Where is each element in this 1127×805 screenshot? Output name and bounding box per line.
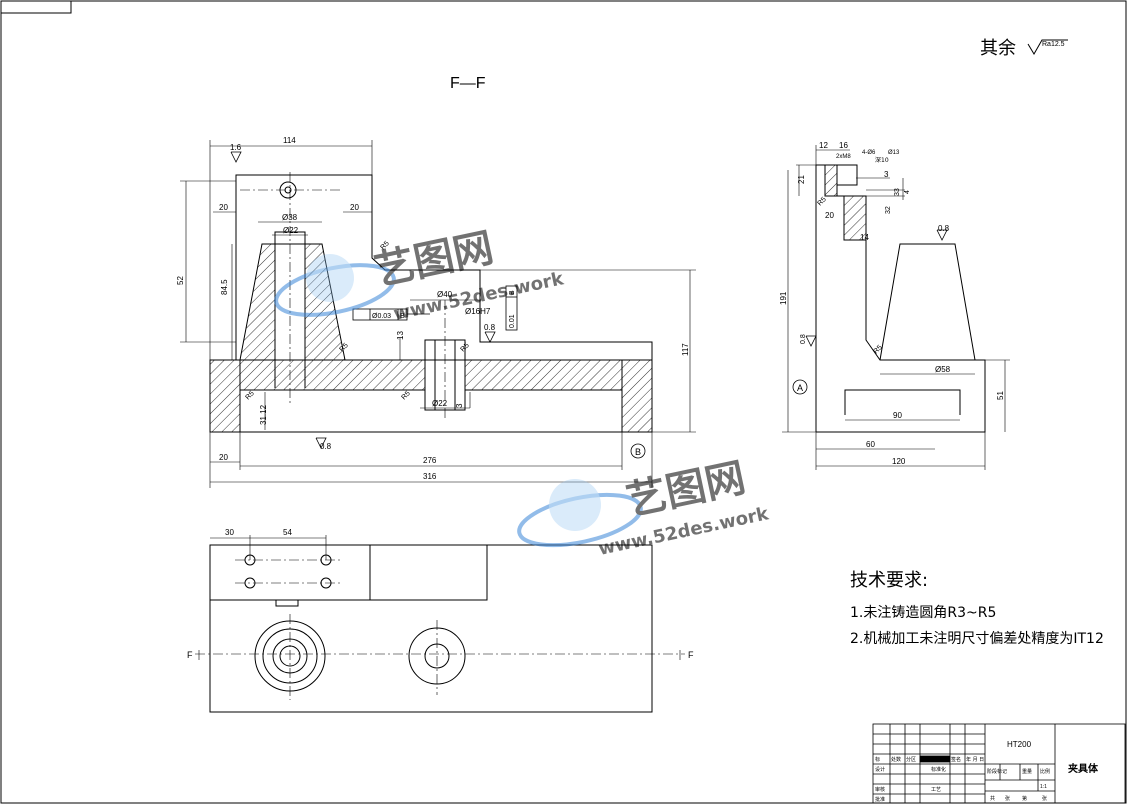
tb-stage: 阶段标记 (987, 768, 1007, 775)
base-hatch-left (209, 359, 241, 433)
roughness-value: Ra12.5 (1042, 41, 1065, 48)
tech-item-1: 1.未注铸造圆角R3~R5 (850, 605, 996, 621)
dim-d40: Ø40 (437, 290, 453, 299)
material-label: HT200 (1007, 740, 1032, 749)
tb-std: 标准化 (931, 766, 946, 773)
tb-review: 审核 (875, 786, 885, 793)
dim-r5-left: R5 (244, 390, 255, 401)
dim-h3: 3 (455, 403, 464, 408)
dim-h31-12: 31.12 (259, 404, 268, 425)
plan-view: 30 54 F F (187, 528, 694, 713)
surface-note: 其余 (980, 38, 1016, 59)
part-name: 夹具体 (1068, 762, 1099, 775)
tol-perp-value: Ø0.03 (372, 313, 391, 320)
dim-h33: 33 (894, 188, 901, 196)
dim-cb: 2xM8 (836, 154, 851, 160)
dim-d38: Ø38 (282, 213, 298, 222)
tol-perp-ref: B (400, 313, 405, 320)
tb-no: 第 (1022, 795, 1027, 802)
dim-r5-right: R5 (459, 342, 470, 353)
dim-hole-note: 4-Ø6 (862, 150, 876, 156)
tol-par-ref: B (509, 290, 516, 295)
tb-scale: 比例 (1040, 768, 1050, 775)
dim-r5: R5 (816, 196, 827, 207)
dim-114: 114 (283, 136, 296, 145)
dim-w12: 12 (819, 141, 828, 150)
dim-d22-bot: Ø22 (432, 399, 448, 408)
corner-tab (0, 0, 72, 14)
tb-sheet: 张 (1042, 795, 1047, 802)
dim-w60: 60 (866, 440, 875, 449)
dim-w54: 54 (283, 528, 292, 537)
dim-rough-08-mid: 0.8 (484, 323, 496, 332)
dim-w120: 120 (892, 457, 906, 466)
tb-hdr-count: 处数 (891, 756, 901, 763)
dim-rough-16: 1.6 (230, 143, 242, 152)
tol-par-value: 0.01 (509, 314, 516, 328)
dim-h84-5: 84.5 (220, 279, 229, 295)
tb-approve: 批准 (875, 796, 885, 803)
dim-bottom-316: 316 (423, 472, 437, 481)
dim-h51: 51 (996, 391, 1005, 400)
datum-a-label: A (797, 383, 803, 393)
tech-item-2: 2.机械加工未注明尺寸偏差处精度为IT12 (850, 631, 1104, 647)
tech-title: 技术要求: (850, 570, 928, 591)
dim-d16h7: Ø16H7 (465, 307, 491, 316)
dim-w30: 30 (225, 528, 234, 537)
tb-hdr-sign: 签名 (951, 756, 961, 763)
dim-w14: 14 (860, 233, 869, 242)
base-hatch-top2 (464, 359, 623, 391)
tb-sheets: 张 (1005, 795, 1010, 802)
dim-h3: 3 (884, 170, 889, 179)
dim-h4: 4 (904, 190, 911, 194)
tb-design: 设计 (875, 766, 885, 773)
dim-d58: Ø58 (935, 365, 951, 374)
tech-requirements: 技术要求: 1.未注铸造圆角R3~R5 2.机械加工未注明尺寸偏差处精度为IT1… (850, 570, 1104, 647)
dim-hole-note2: Ø13 (888, 150, 900, 156)
dim-right-20: 20 (350, 203, 359, 212)
title-block (872, 723, 1126, 804)
tb-scale-value: 1:1 (1040, 784, 1047, 790)
watermark-bottom: 艺图网 www.52des.work (517, 455, 771, 560)
roughness-symbol-icon (1027, 39, 1068, 55)
side-view: 12 16 2xM8 4-Ø6 Ø13 深10 21 3 33 4 32 14 … (779, 141, 1010, 470)
section-label: F—F (450, 75, 486, 92)
dim-rough-08-side: 0.8 (800, 334, 807, 344)
dim-h52: 52 (176, 276, 185, 285)
tb-hdr-zone: 分区 (906, 756, 916, 763)
section-mark-left: F (187, 650, 193, 660)
dim-h32: 32 (885, 206, 892, 214)
dim-r5-low: R5 (872, 344, 883, 355)
dim-h21: 21 (797, 175, 806, 184)
datum-b-label: B (635, 447, 641, 457)
dim-hole-note3: 深10 (875, 156, 889, 164)
dim-r5-low: R5 (400, 390, 411, 401)
dim-r5-top: R5 (379, 240, 390, 251)
dim-bottom-20: 20 (219, 453, 228, 462)
tb-hdr-mark: 标 (875, 756, 880, 763)
dim-rough-08-bot: 0.8 (320, 442, 332, 451)
dim-bottom-276: 276 (423, 456, 437, 465)
tb-hdr-date: 年 月 日 (966, 756, 984, 763)
section-mark-right: F (688, 650, 694, 660)
base-hatch-right (621, 359, 653, 433)
dim-left-20: 20 (219, 203, 228, 212)
tb-total: 共 (990, 795, 995, 802)
dim-w16: 16 (839, 141, 848, 150)
dim-w20: 20 (825, 211, 834, 220)
dim-d22-top: Ø22 (283, 226, 299, 235)
dim-r5-mid: R5 (338, 342, 349, 353)
dim-h117: 117 (681, 343, 690, 356)
tb-weight: 重量 (1022, 768, 1032, 775)
watermark-brand: 艺图网 (371, 225, 498, 295)
base-hatch-top (239, 359, 426, 391)
dim-w90: 90 (893, 411, 902, 420)
tb-process: 工艺 (931, 787, 941, 793)
dim-h13: 13 (396, 331, 405, 340)
dim-h191: 191 (779, 291, 788, 305)
dim-rough-08-top: 0.8 (938, 224, 950, 233)
